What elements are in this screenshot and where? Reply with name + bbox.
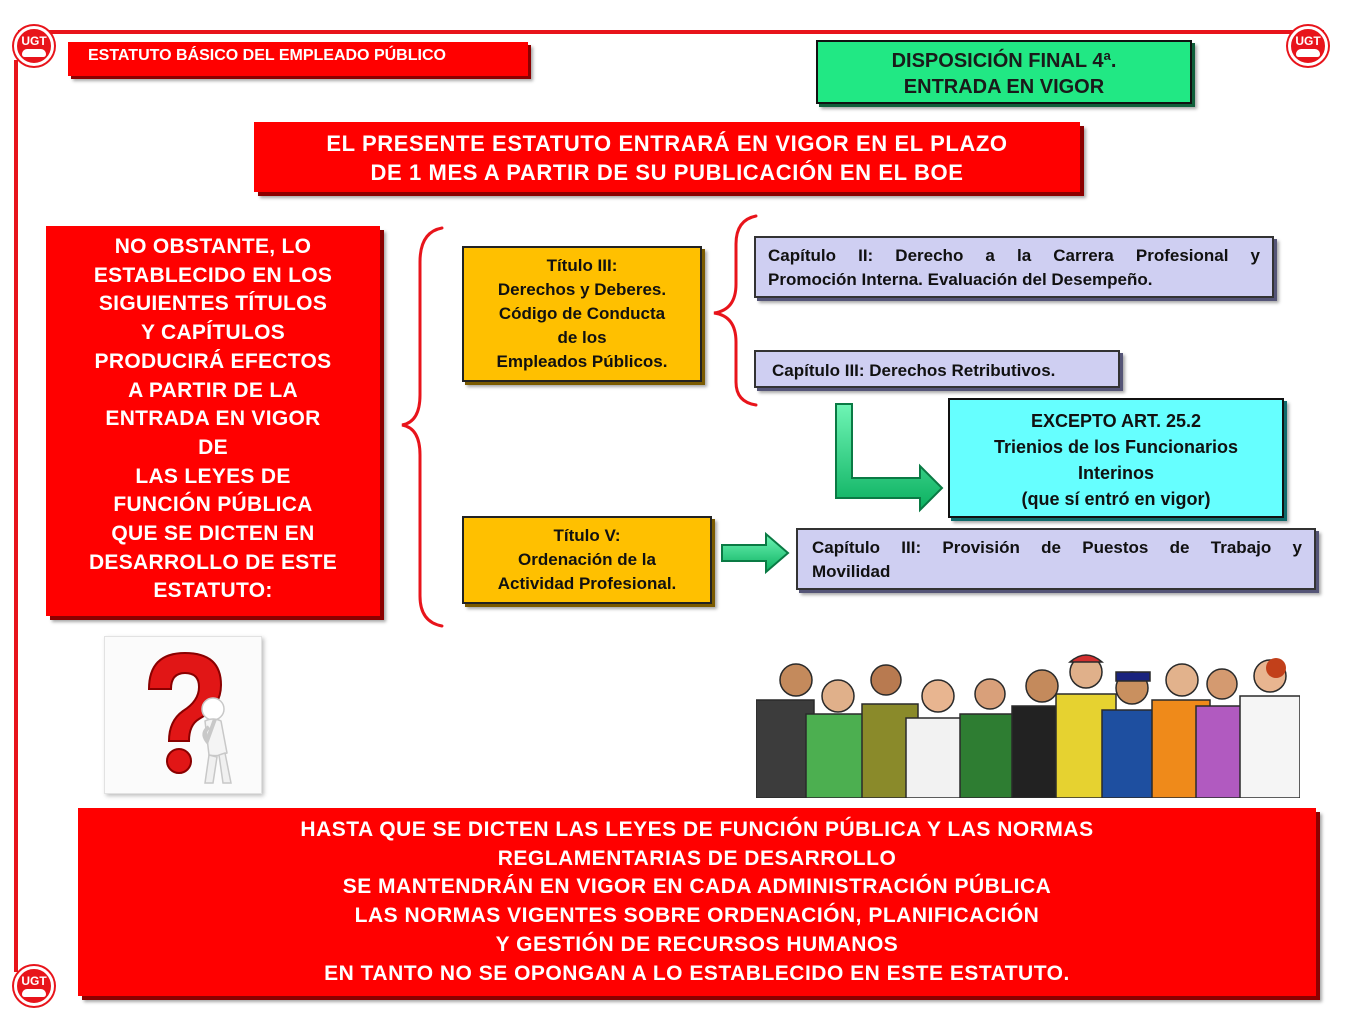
titulo-v-box: Título V: Ordenación de la Actividad Pro… <box>462 516 712 604</box>
capitulo-iii-retributivos-box: Capítulo III: Derechos Retributivos. <box>754 350 1120 388</box>
left-condition-box: NO OBSTANTE, LO ESTABLECIDO EN LOS SIGUI… <box>46 226 380 616</box>
bottom-line: LAS NORMAS VIGENTES SOBRE ORDENACIÓN, PL… <box>354 904 1040 928</box>
excepto-line: EXCEPTO ART. 25.2 <box>1030 411 1202 431</box>
question-mark-figure-icon <box>104 636 262 794</box>
ugt-logo-icon: UGT <box>14 966 54 1006</box>
capitulo-iii-provision-line2: Movilidad <box>812 562 891 581</box>
left-box-line: DESARROLLO DE ESTE <box>88 550 338 574</box>
left-box-line: PRODUCIRÁ EFECTOS <box>94 349 332 373</box>
main-statement-line2: DE 1 MES A PARTIR DE SU PUBLICACIÓN EN E… <box>370 160 964 185</box>
section-title-line2: ENTRADA EN VIGOR <box>903 76 1105 98</box>
logo-text: UGT <box>21 974 47 988</box>
capitulo-iii-retributivos-text: Capítulo III: Derechos Retributivos. <box>772 361 1056 380</box>
section-title-box: DISPOSICIÓN FINAL 4ª. ENTRADA EN VIGOR <box>816 40 1192 104</box>
bottom-line: Y GESTIÓN DE RECURSOS HUMANOS <box>495 932 899 956</box>
workers-group-icon <box>755 644 1301 799</box>
left-box-line: ESTABLECIDO EN LOS <box>93 263 333 287</box>
section-title-line1: DISPOSICIÓN FINAL 4ª. <box>891 50 1117 72</box>
bottom-line: HASTA QUE SE DICTEN LAS LEYES DE FUNCIÓN… <box>300 818 1094 841</box>
bottom-statement-box: HASTA QUE SE DICTEN LAS LEYES DE FUNCIÓN… <box>78 808 1316 996</box>
logo-text: UGT <box>21 34 47 48</box>
titulo-iii-line: Código de Conducta <box>498 304 666 323</box>
frame-left-line <box>14 60 18 972</box>
titulo-iii-line: Derechos y Deberes. <box>497 280 667 299</box>
ugt-logo-icon: UGT <box>1288 26 1328 66</box>
main-statement-box: EL PRESENTE ESTATUTO ENTRARÁ EN VIGOR EN… <box>254 122 1080 192</box>
capitulo-iii-provision-box: Capítulo III: Provisión de Puestos de Tr… <box>796 528 1316 590</box>
left-box-line: QUE SE DICTEN EN <box>111 522 315 546</box>
left-box-line: A PARTIR DE LA <box>128 378 298 402</box>
capitulo-ii-line1: Capítulo II: Derecho a la Carrera Profes… <box>768 246 1260 265</box>
ugt-logo-icon: UGT <box>14 26 54 66</box>
header-title: ESTATUTO BÁSICO DEL EMPLEADO PÚBLICO <box>68 42 528 76</box>
left-box-line: DE <box>198 435 228 459</box>
left-box-line: ESTATUTO: <box>153 579 273 603</box>
logo-text: UGT <box>1295 34 1321 48</box>
left-box-line: Y CAPÍTULOS <box>140 321 286 345</box>
titulo-v-line: Ordenación de la <box>518 550 656 569</box>
capitulo-iii-provision-line1: Capítulo III: Provisión de Puestos de Tr… <box>812 538 1302 557</box>
left-box-line: FUNCIÓN PÚBLICA <box>113 493 313 517</box>
arrow-right-icon <box>721 531 790 575</box>
bottom-line: SE MANTENDRÁN EN VIGOR EN CADA ADMINISTR… <box>342 875 1052 899</box>
arrow-elbow-icon <box>835 403 944 513</box>
capitulo-ii-line2: Promoción Interna. Evaluación del Desemp… <box>768 270 1153 289</box>
titulo-iii-box: Título III: Derechos y Deberes. Código d… <box>462 246 702 382</box>
excepto-line: Trienios de los Funcionarios <box>993 437 1239 457</box>
main-statement-line1: EL PRESENTE ESTATUTO ENTRARÁ EN VIGOR EN… <box>326 131 1008 156</box>
capitulo-ii-box: Capítulo II: Derecho a la Carrera Profes… <box>754 236 1274 298</box>
excepto-box: EXCEPTO ART. 25.2 Trienios de los Funcio… <box>948 398 1284 518</box>
bottom-line: REGLAMENTARIAS DE DESARROLLO <box>497 846 897 870</box>
bottom-line: EN TANTO NO SE OPONGAN A LO ESTABLECIDO … <box>324 961 1070 985</box>
excepto-line: Interinos <box>1077 463 1154 483</box>
excepto-line: (que sí entró en vigor) <box>1021 489 1211 509</box>
left-box-line: SIGUIENTES TÍTULOS <box>98 292 328 316</box>
curly-brace-icon <box>401 226 444 628</box>
left-box-line: LAS LEYES DE <box>135 464 291 488</box>
left-box-line: NO OBSTANTE, LO <box>114 235 312 258</box>
titulo-v-line: Título V: <box>553 526 621 545</box>
left-box-line: ENTRADA EN VIGOR <box>105 407 321 431</box>
titulo-iii-line: Título III: <box>546 256 618 275</box>
titulo-v-line: Actividad Profesional. <box>497 574 677 593</box>
frame-top-line <box>18 30 1324 34</box>
curly-brace-icon <box>713 214 758 407</box>
titulo-iii-line: Empleados Públicos. <box>496 352 668 371</box>
titulo-iii-line: de los <box>557 328 607 347</box>
